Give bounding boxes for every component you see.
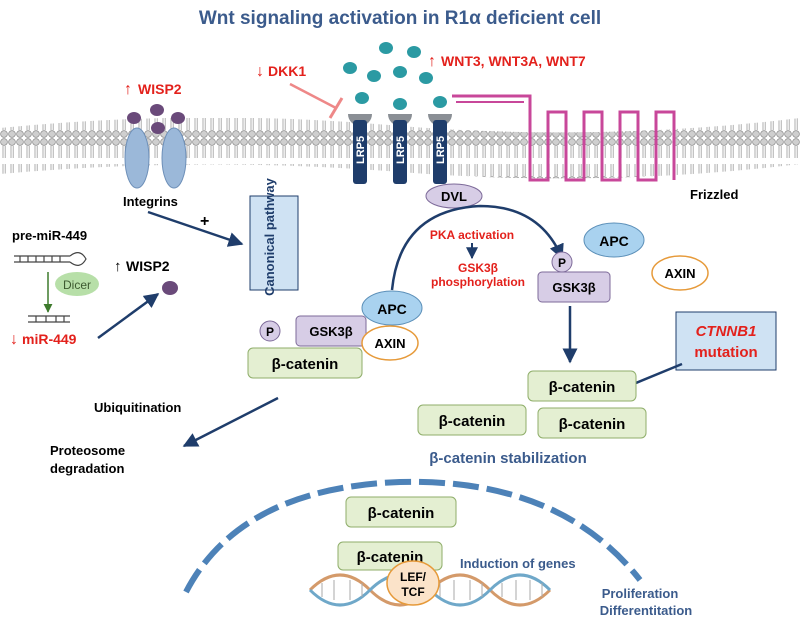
wisp2-proteins-top: [127, 104, 185, 134]
apc-label-left: APC: [377, 301, 407, 317]
induction-label: Induction of genes: [460, 556, 576, 571]
pka-activation-label: PKA activation: [430, 228, 514, 242]
ctnnb1-mutation-box: [675, 311, 777, 371]
gsk3b-label-right: GSK3β: [552, 280, 595, 295]
pre-mir-449-label: pre-miR-449: [12, 228, 87, 243]
wisp2-top-up-arrow: ↑: [124, 81, 132, 98]
beta-catenin-box-left: [247, 347, 363, 379]
frizzled-label: Frizzled: [690, 187, 738, 202]
mir-449-down-arrow: ↓: [10, 331, 18, 348]
apc-oval-left: [361, 290, 423, 326]
gsk3b-box-left: [295, 315, 367, 347]
destruction-complex: GSK3β APC AXIN β-catenin P: [247, 290, 423, 379]
arrow-to-degradation: [182, 396, 279, 448]
ubiquitination-label: Ubiquitination: [94, 400, 181, 415]
lrp5-label-3: LRP5: [435, 136, 447, 164]
beta-catenin-stab-2: β-catenin: [439, 413, 506, 430]
axin-oval-right: [651, 255, 709, 291]
beta-catenin-box-stab-3: [537, 407, 647, 439]
pre-mir-hairpin: [14, 252, 87, 266]
beta-catenin-nuc-1: β-catenin: [368, 505, 435, 522]
dvl-oval: [425, 183, 483, 209]
lrp5-receptors: LRP5 LRP5 LRP5: [348, 114, 452, 184]
beta-catenin-label-left: β-catenin: [272, 356, 339, 373]
nuclear-envelope: [183, 478, 643, 594]
lrp5-label-2: LRP5: [395, 136, 407, 164]
beta-catenin-stab-1: β-catenin: [549, 379, 616, 396]
proteosome-line2: degradation: [50, 461, 124, 476]
beta-catenin-box-stab-1: [527, 370, 637, 402]
apc-label-right: APC: [599, 233, 629, 249]
beta-catenin-stab-3: β-catenin: [559, 416, 626, 433]
phospho-label-left: P: [266, 325, 274, 339]
integrins-label: Integrins: [123, 194, 178, 209]
beta-catenin-box-stab-2: [417, 404, 527, 436]
wnt-up-arrow: ↑: [428, 53, 436, 70]
mir-449-label: miR-449: [22, 331, 77, 347]
dkk1-inhibition: ↓ DKK1: [256, 63, 344, 119]
lrp5-receptor-3: LRP5: [428, 114, 452, 184]
dicer-oval: [55, 272, 99, 296]
diagram-title: Wnt signaling activation in R1α deficien…: [199, 8, 601, 29]
dkk1-label: DKK1: [268, 63, 306, 79]
wisp2-protein: [162, 281, 178, 295]
arrow-mir-to-wisp2: [97, 292, 160, 340]
arrow-integrins-to-canonical: [147, 210, 244, 247]
mutation-label: mutation: [694, 344, 757, 361]
gsk3b-phos-line1: GSK3β: [458, 261, 498, 275]
phospho-circle-left: [259, 320, 281, 342]
canonical-pathway-label: Canonical pathway: [262, 177, 277, 296]
axin-label-left: AXIN: [374, 336, 405, 351]
mir-449-duplex: [28, 315, 70, 323]
canonical-pathway-box: [249, 195, 299, 291]
plus-sign: +: [200, 213, 209, 230]
phospho-label-right: P: [558, 256, 566, 270]
dkk1-down-arrow: ↓: [256, 63, 264, 80]
lrp5-receptor-1: LRP5: [348, 114, 372, 184]
tcf-label: TCF: [401, 585, 424, 599]
gsk3b-box-right: [537, 271, 611, 303]
curved-arrow-dvl: [390, 204, 564, 291]
wisp2-up-arrow: ↑: [114, 258, 122, 275]
integrins: [124, 127, 187, 189]
dvl-label: DVL: [441, 189, 467, 204]
dicer-label: Dicer: [63, 278, 91, 292]
wisp2-label: WISP2: [126, 258, 170, 274]
stabilization-label: β-catenin stabilization: [429, 450, 587, 467]
axin-oval-left: [361, 325, 419, 361]
lrp5-label-1: LRP5: [355, 136, 367, 164]
wisp2-top-label: WISP2: [138, 81, 182, 97]
gsk3b-phos-line2: phosphorylation: [431, 275, 525, 289]
beta-catenin-box-nuc-1: [345, 496, 457, 528]
wnt-ligands: [343, 42, 447, 110]
ctnnb1-label: CTNNB1: [696, 323, 757, 340]
lef-label: LEF/: [400, 570, 427, 584]
lrp5-receptor-2: LRP5: [388, 114, 412, 184]
gsk3b-label-left: GSK3β: [309, 324, 352, 339]
axin-label-right: AXIN: [664, 266, 695, 281]
proliferation-label: Proliferation: [602, 586, 679, 601]
wnt-label: WNT3, WNT3A, WNT7: [441, 53, 586, 69]
apc-oval-right: [583, 222, 645, 258]
lef-tcf-oval: [386, 560, 440, 606]
frizzled-receptor: [452, 94, 676, 182]
differentiation-label: Differentitation: [600, 603, 693, 618]
proteosome-line1: Proteosome: [50, 443, 125, 458]
